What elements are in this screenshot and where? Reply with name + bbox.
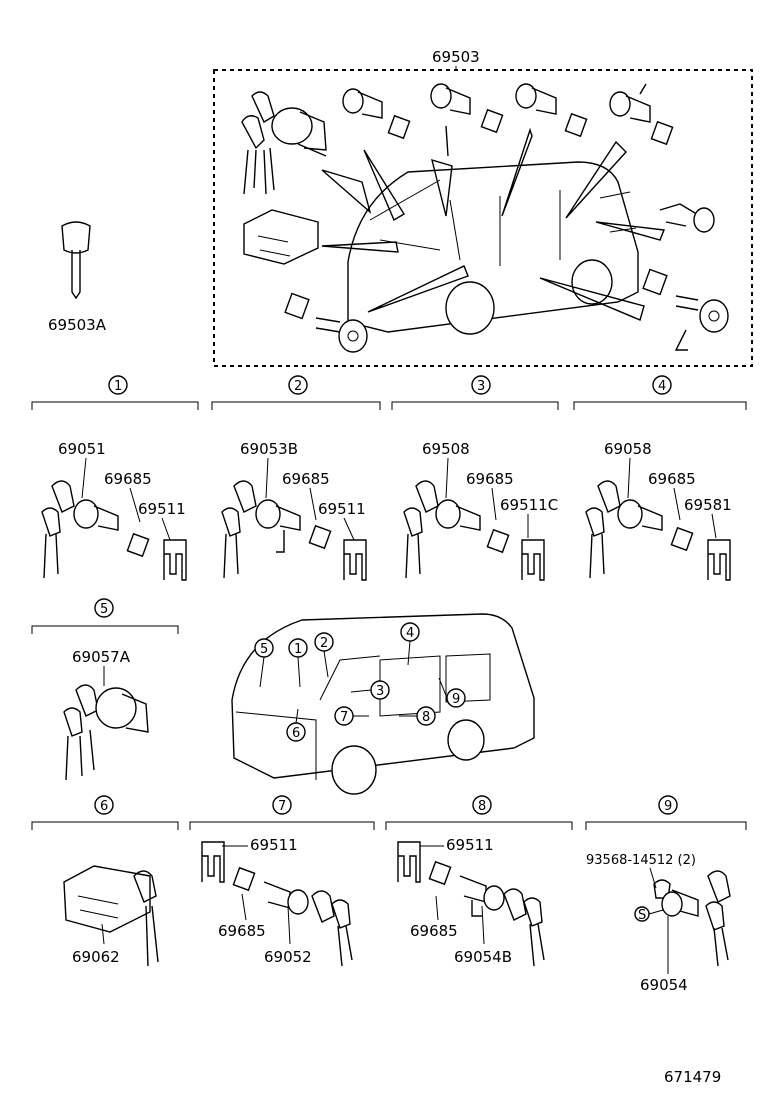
lock-cylinders-top-row bbox=[342, 83, 674, 157]
svg-text:5: 5 bbox=[260, 642, 268, 657]
key-illustration bbox=[61, 221, 91, 300]
part-label: 69511C bbox=[500, 496, 558, 514]
part-label: 69062 bbox=[72, 948, 120, 966]
part-label: 69511 bbox=[318, 500, 366, 518]
lock-cylinder-bottom-left bbox=[284, 292, 368, 353]
group-8-parts: 69511 69685 69054B bbox=[397, 836, 545, 967]
svg-text:9: 9 bbox=[664, 799, 672, 814]
group-marker-5 bbox=[94, 598, 114, 618]
part-label: 69685 bbox=[410, 922, 458, 940]
svg-text:7: 7 bbox=[278, 799, 286, 814]
group-marker-2 bbox=[288, 375, 308, 395]
part-label: 69052 bbox=[264, 948, 312, 966]
door-lock-latch bbox=[243, 209, 319, 265]
group-id-1: 1 bbox=[114, 379, 122, 394]
assembly-label: 69503 bbox=[432, 48, 480, 66]
part-label: 69057A bbox=[72, 648, 131, 666]
part-label: 69685 bbox=[466, 470, 514, 488]
svg-text:1: 1 bbox=[294, 642, 302, 657]
svg-text:8: 8 bbox=[478, 799, 486, 814]
part-label: 69511 bbox=[138, 500, 186, 518]
group-5: 5 69057A bbox=[31, 598, 179, 781]
svg-text:4: 4 bbox=[406, 626, 414, 641]
group-4-parts: 69058 69685 69581 bbox=[585, 440, 732, 581]
key-label: 69503A bbox=[48, 316, 107, 334]
svg-text:6: 6 bbox=[100, 799, 108, 814]
group-id-3: 3 bbox=[477, 379, 485, 394]
svg-text:6: 6 bbox=[292, 726, 300, 741]
part-label: 69058 bbox=[604, 440, 652, 458]
part-label: 69508 bbox=[422, 440, 470, 458]
group-6-parts: 69062 bbox=[63, 865, 159, 967]
part-label: 69581 bbox=[684, 496, 732, 514]
group-1-parts: 69051 69685 69511 bbox=[41, 440, 187, 581]
part-label: 69054 bbox=[640, 976, 688, 994]
group-headers-row-2: 6 7 8 9 bbox=[31, 795, 747, 830]
svg-text:7: 7 bbox=[340, 710, 348, 725]
group-2-parts: 69053B 69685 69511 bbox=[221, 440, 367, 581]
part-label: 69511 bbox=[250, 836, 298, 854]
s-marker-label: S bbox=[638, 908, 646, 923]
part-label: 69053B bbox=[240, 440, 298, 458]
group-headers-row-1: 1 2 3 4 bbox=[31, 375, 747, 410]
group-id-4: 4 bbox=[658, 379, 666, 394]
assembly-arrows bbox=[321, 127, 665, 321]
group-marker-4 bbox=[652, 375, 672, 395]
group-3-parts: 69508 69685 69511C bbox=[403, 440, 558, 581]
group-id-5: 5 bbox=[100, 602, 108, 617]
part-label: 69685 bbox=[104, 470, 152, 488]
part-label: 93568-14512 (2) bbox=[586, 853, 696, 868]
svg-text:8: 8 bbox=[422, 710, 430, 725]
part-label: 69685 bbox=[218, 922, 266, 940]
assembly-box bbox=[213, 69, 753, 367]
svg-text:9: 9 bbox=[452, 692, 460, 707]
part-label: 69511 bbox=[446, 836, 494, 854]
lock-cylinders-right bbox=[642, 203, 729, 351]
drawing-number: 671479 bbox=[664, 1068, 721, 1086]
van-illustration-top bbox=[347, 161, 639, 335]
group-marker-1 bbox=[108, 375, 128, 395]
svg-text:3: 3 bbox=[376, 684, 384, 699]
part-label: 69685 bbox=[282, 470, 330, 488]
van-illustration-center bbox=[231, 613, 535, 795]
part-label: 69054B bbox=[454, 948, 512, 966]
group-id-2: 2 bbox=[294, 379, 302, 394]
group-7-parts: 69511 69685 69052 bbox=[201, 836, 353, 967]
group-marker-3 bbox=[471, 375, 491, 395]
group-9-parts: 93568-14512 (2) S 69054 bbox=[586, 853, 731, 994]
van-callouts: 5 1 2 4 3 9 7 8 6 bbox=[254, 622, 466, 742]
part-label: 69685 bbox=[648, 470, 696, 488]
ignition-lock-illustration bbox=[241, 91, 327, 195]
svg-text:2: 2 bbox=[320, 636, 328, 651]
part-label: 69051 bbox=[58, 440, 106, 458]
